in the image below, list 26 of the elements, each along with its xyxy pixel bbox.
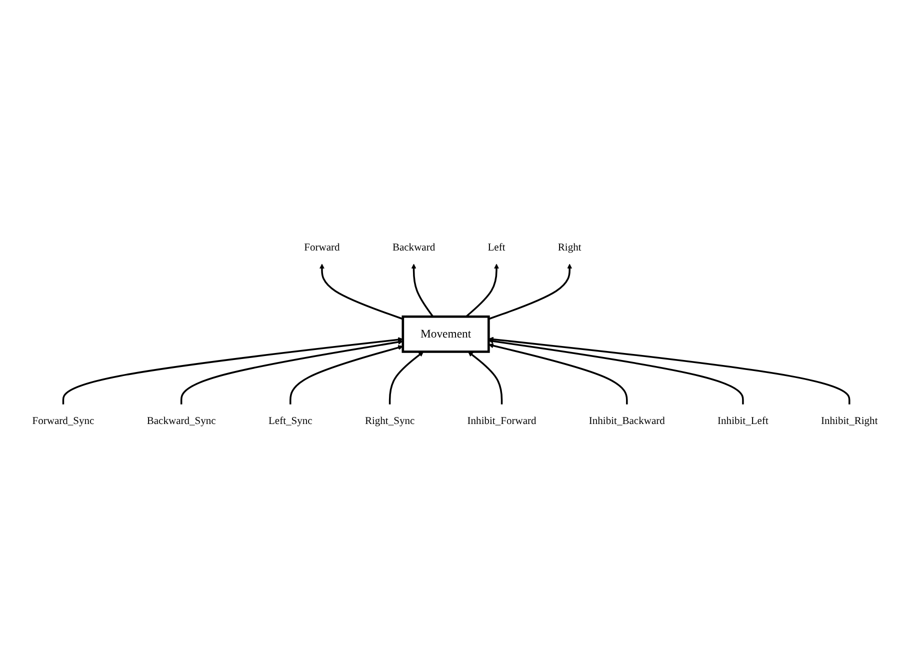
arrow xyxy=(488,342,628,404)
arrow xyxy=(319,264,404,320)
block-diagram: Forward Backward Left Right Movement Forward_Sync Backward_Sync Left_Sync Right_Sync Inhibit_Forward Inhibit_Backward Inhibit_Left Inhibit_Right xyxy=(10,226,900,442)
arrow xyxy=(488,338,744,404)
arrow xyxy=(62,336,404,404)
arrow xyxy=(468,351,503,404)
node-text: Left_Sync xyxy=(268,414,312,426)
node-text: Inhibit_Right xyxy=(821,414,878,426)
arrow xyxy=(488,264,572,320)
node-text: Forward xyxy=(304,241,340,253)
node-text: Inhibit_Backward xyxy=(588,414,665,426)
node-text: Right_Sync xyxy=(364,414,415,426)
arrow xyxy=(466,264,500,318)
node-text: Forward_Sync xyxy=(32,414,94,426)
arrow xyxy=(488,336,850,404)
arrow xyxy=(411,264,434,317)
node-text: Inhibit_Forward xyxy=(467,414,536,426)
node-text: Backward xyxy=(392,241,436,253)
node-text: Backward_Sync xyxy=(146,414,216,426)
node-text: Left xyxy=(488,241,506,253)
node-text: Inhibit_Left xyxy=(718,414,768,426)
arrow xyxy=(180,339,404,404)
node-box xyxy=(402,315,490,353)
node-text: Right xyxy=(558,241,582,253)
arrow xyxy=(388,351,424,404)
arrow xyxy=(290,344,404,404)
